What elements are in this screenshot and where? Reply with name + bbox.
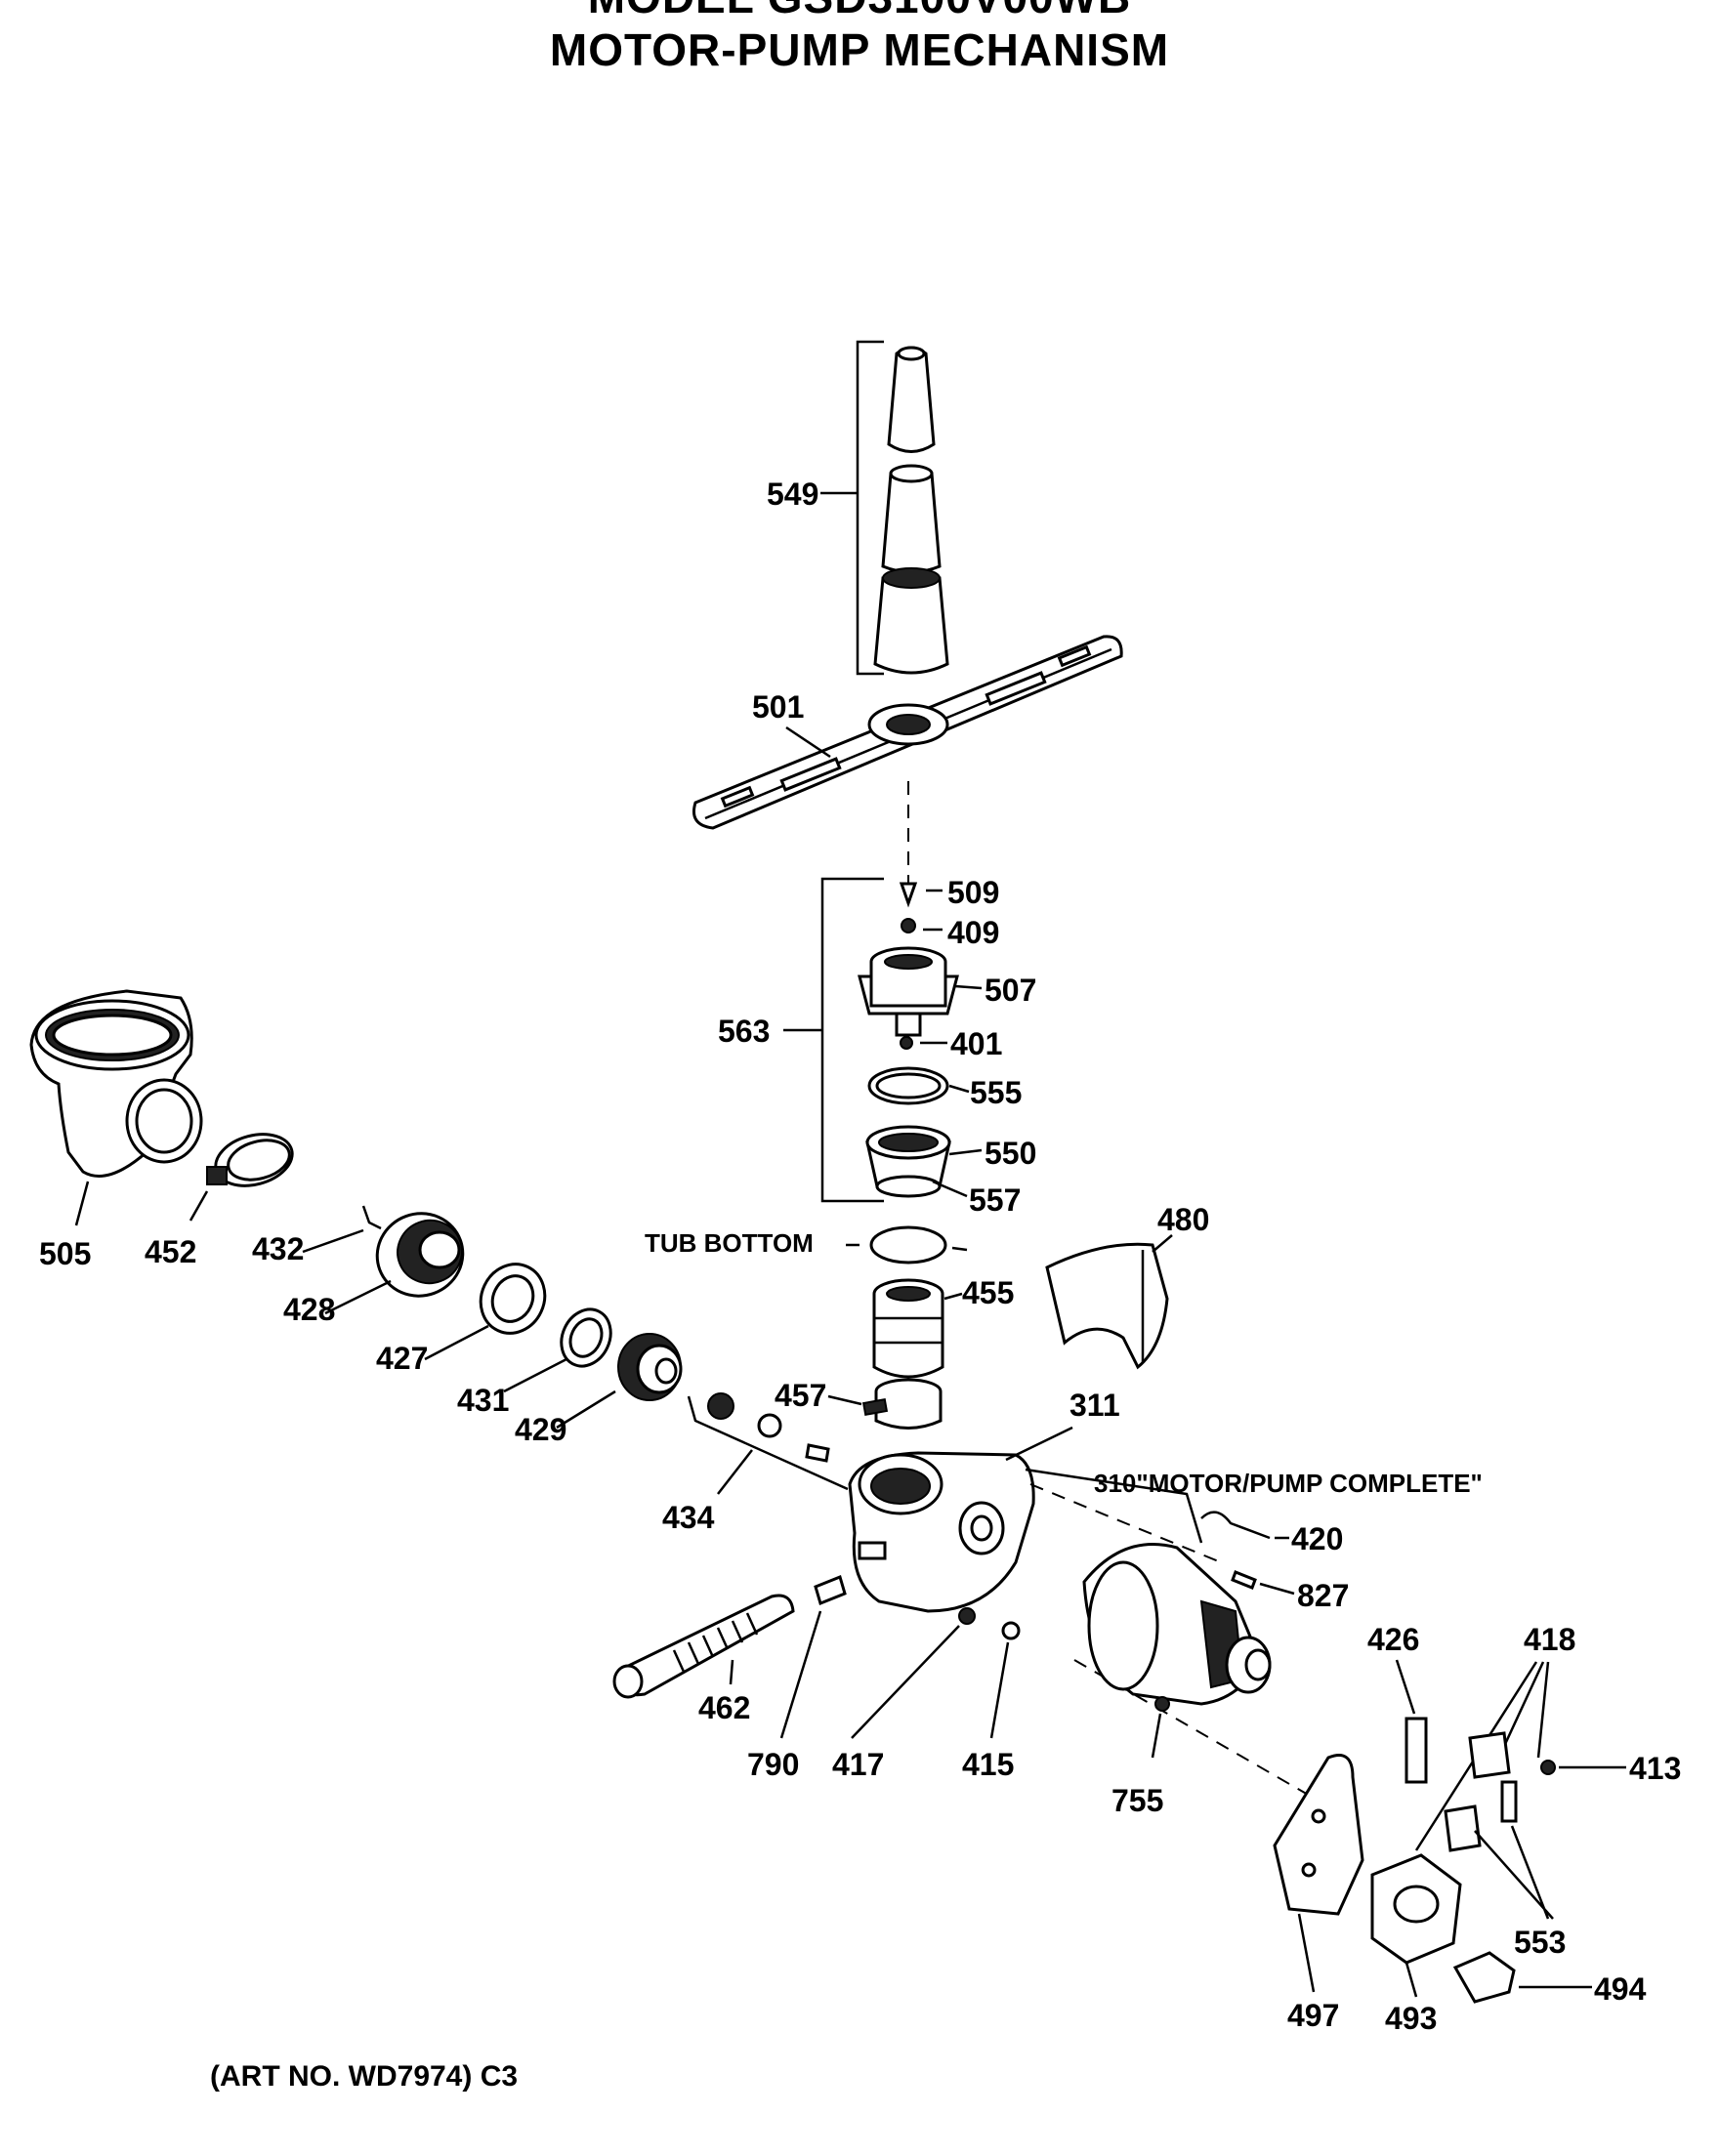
motor-pump-complete-label: 310"MOTOR/PUMP COMPLETE" <box>1094 1469 1483 1498</box>
label-790: 790 <box>747 1747 799 1782</box>
part-452-clamp <box>206 1133 294 1187</box>
part-413-screw <box>1540 1760 1556 1775</box>
label-507: 507 <box>985 973 1036 1008</box>
label-505: 505 <box>39 1236 91 1271</box>
label-434: 434 <box>662 1500 715 1535</box>
label-413: 413 <box>1629 1751 1681 1786</box>
label-827: 827 <box>1297 1578 1349 1613</box>
label-509: 509 <box>947 875 999 910</box>
tub-bottom-opening <box>869 1225 947 1265</box>
part-827-screw <box>1231 1570 1257 1590</box>
label-417: 417 <box>832 1747 884 1782</box>
part-415-washer <box>1001 1621 1021 1640</box>
label-431: 431 <box>457 1383 509 1418</box>
part-420-wire <box>1200 1511 1271 1540</box>
label-555: 555 <box>970 1075 1022 1110</box>
label-432: 432 <box>252 1231 304 1266</box>
label-457: 457 <box>775 1378 826 1413</box>
label-415: 415 <box>962 1747 1014 1782</box>
title-block: MODEL GSD3100V00WB MOTOR-PUMP MECHANISM <box>0 0 1719 76</box>
label-550: 550 <box>985 1136 1036 1171</box>
part-462-drive-shaft <box>612 1594 795 1699</box>
part-motor <box>1082 1543 1272 1706</box>
part-494-plunger <box>1452 1951 1516 2004</box>
art-number: (ART NO. WD7974) C3 <box>210 2060 519 2093</box>
part-429-hub <box>617 1333 683 1401</box>
leader-501 <box>785 726 831 759</box>
part-493-solenoid <box>1370 1853 1462 1965</box>
part-455-pump-housing <box>872 1278 944 1379</box>
label-427: 427 <box>376 1341 428 1376</box>
part-501-spray-arm <box>692 635 1123 830</box>
part-417-nut <box>958 1607 976 1625</box>
part-505-sump-inlet <box>29 989 203 1178</box>
part-790-spring <box>814 1574 847 1606</box>
label-429: 429 <box>515 1412 566 1447</box>
part-311-pump-body <box>848 1451 1035 1613</box>
model-title: MODEL GSD3100V00WB <box>0 0 1719 23</box>
label-563: 563 <box>718 1014 770 1049</box>
part-549-spray-tube <box>820 340 949 676</box>
label-409: 409 <box>947 915 999 950</box>
label-557: 557 <box>969 1182 1021 1218</box>
label-401: 401 <box>950 1026 1002 1061</box>
part-426-clip <box>1405 1717 1428 1784</box>
label-494: 494 <box>1594 1971 1647 2007</box>
label-462: 462 <box>698 1690 750 1725</box>
label-497: 497 <box>1287 1998 1339 2033</box>
label-428: 428 <box>283 1292 335 1327</box>
label-455: 455 <box>962 1275 1014 1310</box>
mechanism-title: MOTOR-PUMP MECHANISM <box>549 24 1170 75</box>
label-755: 755 <box>1111 1783 1163 1818</box>
bracket-563 <box>820 877 884 1203</box>
label-480: 480 <box>1157 1202 1209 1237</box>
part-509-screw <box>899 882 918 908</box>
part-432-pin <box>361 1205 382 1230</box>
label-420: 420 <box>1291 1521 1343 1556</box>
part-409-washer <box>901 918 916 933</box>
part-401-ball <box>900 1036 913 1050</box>
part-550-seal <box>865 1125 951 1198</box>
tub-bottom-label: TUB BOTTOM <box>645 1228 814 1258</box>
label-501: 501 <box>752 689 804 725</box>
label-426: 426 <box>1367 1622 1419 1657</box>
part-507-bearing <box>858 946 959 1037</box>
part-480-chopper <box>1045 1242 1169 1370</box>
label-553: 553 <box>1514 1925 1566 1960</box>
part-755-screw <box>1154 1696 1170 1712</box>
part-428-impeller <box>375 1212 465 1298</box>
label-311: 311 <box>1069 1388 1120 1423</box>
label-452: 452 <box>145 1234 196 1269</box>
label-493: 493 <box>1385 2001 1437 2036</box>
label-418: 418 <box>1524 1622 1575 1657</box>
label-549: 549 <box>767 477 818 512</box>
part-418-switch-parts <box>1444 1731 1518 1852</box>
part-457-clamp <box>861 1378 943 1430</box>
part-434-fittings <box>687 1392 849 1491</box>
part-497-mounting-bracket <box>1273 1754 1364 1916</box>
